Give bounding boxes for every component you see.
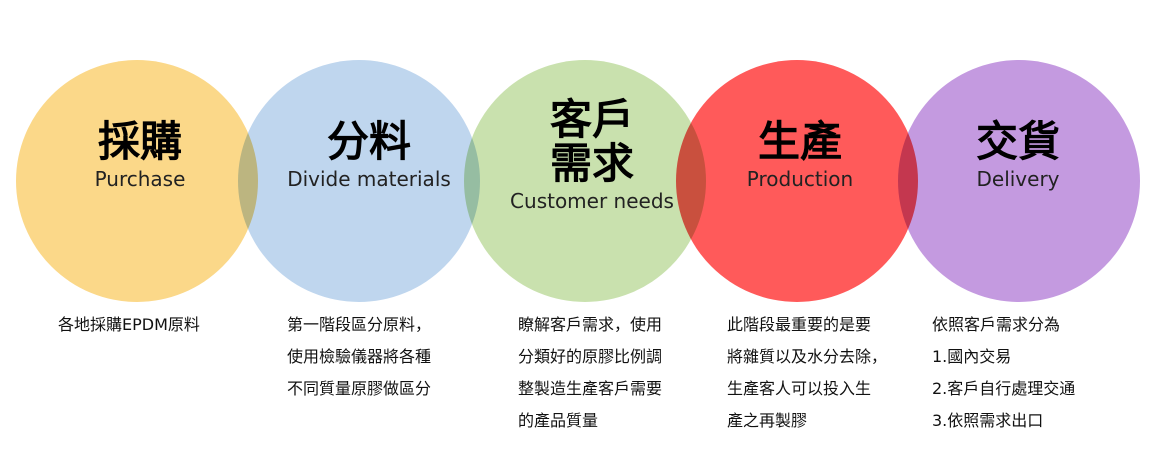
- customer-needs-desc-line: 分類好的原膠比例調: [518, 347, 663, 366]
- divide-materials-circle: [238, 60, 480, 302]
- customer-needs-label: 客戶 需求 Customer needs: [480, 95, 704, 214]
- production-desc-line: 產之再製膠: [727, 411, 808, 430]
- production-circle: [676, 60, 918, 302]
- customer-needs-desc-line: 的產品質量: [518, 411, 599, 430]
- production-desc-line: 此階段最重要的是要: [727, 315, 872, 334]
- production-description: 此階段最重要的是要 將雜質以及水分去除， 生產客人可以投入生 產之再製膠: [727, 309, 887, 437]
- delivery-label: 交貨 Delivery: [918, 117, 1118, 192]
- customer-needs-desc-line: 瞭解客戶需求，使用: [518, 315, 663, 334]
- customer-needs-desc-line: 整製造生產客戶需要: [518, 379, 663, 398]
- divide-materials-title-zh: 分料: [326, 117, 411, 166]
- divide-materials-desc-line: 不同質量原膠做區分: [287, 379, 432, 398]
- purchase-label: 採購 Purchase: [40, 117, 240, 192]
- delivery-title-zh: 交貨: [975, 117, 1060, 166]
- customer-needs-circle: [464, 60, 706, 302]
- delivery-desc-line: 3.依照需求出口: [932, 411, 1044, 430]
- customer-needs-title-zh-line2: 需求: [549, 139, 634, 189]
- divide-materials-label: 分料 Divide materials: [258, 117, 480, 192]
- customer-needs-description: 瞭解客戶需求，使用 分類好的原膠比例調 整製造生產客戶需要 的產品質量: [518, 309, 662, 437]
- purchase-circle: [16, 60, 258, 302]
- divide-materials-desc-line: 第一階段區分原料，: [287, 315, 432, 334]
- customer-needs-title-zh-line1: 客戶: [549, 95, 634, 144]
- divide-materials-description: 第一階段區分原料， 使用檢驗儀器將各種 不同質量原膠做區分: [287, 309, 431, 405]
- delivery-desc-line: 2.客戶自行處理交通: [932, 379, 1076, 398]
- delivery-desc-line: 依照客戶需求分為: [932, 315, 1061, 334]
- delivery-desc-line: 1.國內交易: [932, 347, 1012, 366]
- delivery-description: 依照客戶需求分為 1.國內交易 2.客戶自行處理交通 3.依照需求出口: [932, 309, 1075, 437]
- purchase-description: 各地採購EPDM原料: [58, 309, 200, 341]
- production-desc-line: 生產客人可以投入生: [727, 379, 872, 398]
- production-label: 生產 Production: [700, 117, 900, 192]
- purchase-title-en: Purchase: [94, 167, 186, 192]
- production-title-en: Production: [746, 167, 854, 192]
- purchase-title-zh: 採購: [97, 117, 182, 166]
- delivery-title-en: Delivery: [976, 167, 1060, 192]
- divide-materials-desc-line: 使用檢驗儀器將各種: [287, 347, 432, 366]
- production-title-zh: 生產: [757, 117, 842, 166]
- customer-needs-title-en: Customer needs: [510, 189, 674, 214]
- production-desc-line: 將雜質以及水分去除，: [727, 347, 888, 366]
- purchase-desc-line: 各地採購EPDM原料: [58, 315, 200, 334]
- divide-materials-title-en: Divide materials: [287, 167, 451, 192]
- delivery-circle: [898, 60, 1140, 302]
